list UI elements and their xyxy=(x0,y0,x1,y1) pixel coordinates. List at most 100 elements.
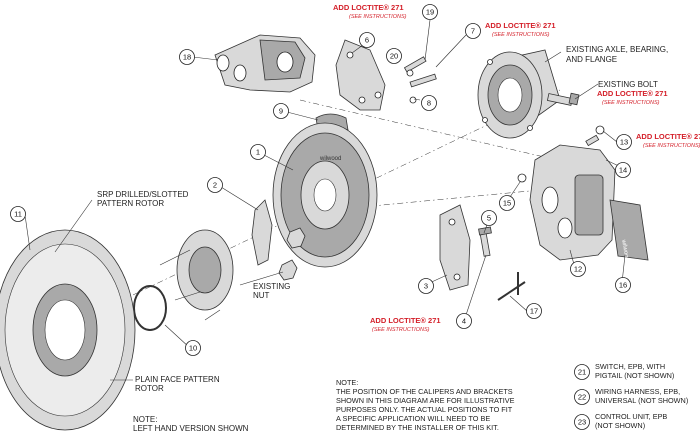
svg-text:20: 20 xyxy=(390,52,398,61)
callout-1: 1 xyxy=(250,144,266,160)
svg-text:(SEE INSTRUCTIONS): (SEE INSTRUCTIONS) xyxy=(643,143,700,149)
cable-17 xyxy=(497,272,526,301)
callout-6: 6 xyxy=(359,32,375,48)
svg-text:NUT: NUT xyxy=(253,291,270,300)
bolt-4 xyxy=(478,226,492,257)
caliper-18 xyxy=(214,34,316,93)
washers-group xyxy=(517,125,605,183)
svg-text:7: 7 xyxy=(471,27,475,36)
callout-9: 9 xyxy=(273,103,289,119)
svg-text:AND FLANGE: AND FLANGE xyxy=(566,55,617,64)
svg-text:10: 10 xyxy=(189,344,197,353)
callout-5: 5 xyxy=(481,210,497,226)
svg-text:17: 17 xyxy=(530,307,538,316)
bolts-group xyxy=(403,56,437,104)
callout-4: 4 xyxy=(456,313,472,329)
leader-lines xyxy=(24,19,626,381)
label-lh-note: NOTE: LEFT HAND VERSION SHOWN xyxy=(133,415,249,433)
svg-text:14: 14 xyxy=(619,166,627,175)
svg-text:ADD LOCTITE® 271: ADD LOCTITE® 271 xyxy=(485,21,556,30)
svg-text:A SPECIFIC APPLICATION WILL NE: A SPECIFIC APPLICATION WILL NEED TO BE xyxy=(336,414,490,423)
label-existing-nut: EXISTING NUT xyxy=(253,282,290,300)
brake-pads-16: wilwood xyxy=(609,199,649,261)
callout-15: 15 xyxy=(499,195,515,211)
rotor-hat-brand: wilwood xyxy=(319,156,341,162)
svg-text:UNIVERSAL (NOT SHOWN): UNIVERSAL (NOT SHOWN) xyxy=(595,396,688,405)
existing-axle xyxy=(477,49,561,139)
callout-7: 7 xyxy=(465,23,481,39)
bracket-2 xyxy=(251,199,273,266)
label-existing-axle: EXISTING AXLE, BEARING, AND FLANGE xyxy=(566,45,668,64)
callout-22: 22 xyxy=(574,389,590,405)
svg-text:ADD LOCTITE® 271: ADD LOCTITE® 271 xyxy=(370,316,441,325)
svg-text:(SEE INSTRUCTIONS): (SEE INSTRUCTIONS) xyxy=(602,100,660,106)
svg-text:(SEE INSTRUCTIONS): (SEE INSTRUCTIONS) xyxy=(492,32,550,38)
svg-text:PLAIN FACE PATTERN: PLAIN FACE PATTERN xyxy=(135,375,220,384)
callout-23: 23 xyxy=(574,414,590,430)
callout-11: 11 xyxy=(10,206,26,222)
svg-text:EXISTING BOLT: EXISTING BOLT xyxy=(598,80,658,89)
svg-text:WIRING HARNESS, EPB,: WIRING HARNESS, EPB, xyxy=(595,387,680,396)
callout-10: 10 xyxy=(185,340,201,356)
svg-text:12: 12 xyxy=(574,265,582,274)
callout-18: 18 xyxy=(179,49,195,65)
svg-text:ADD LOCTITE® 271: ADD LOCTITE® 271 xyxy=(333,3,404,12)
callout-8: 8 xyxy=(421,95,437,111)
svg-text:SWITCH, EPB, WITH: SWITCH, EPB, WITH xyxy=(595,362,665,371)
svg-text:16: 16 xyxy=(619,281,627,290)
callout-16: 16 xyxy=(615,277,631,293)
bracket-6 xyxy=(335,39,386,111)
svg-text:EXISTING: EXISTING xyxy=(253,282,290,291)
callout-20: 20 xyxy=(386,48,402,64)
svg-text:ROTOR: ROTOR xyxy=(135,384,164,393)
loctite-7: ADD LOCTITE® 271 (SEE INSTRUCTIONS) xyxy=(485,21,556,38)
svg-text:22: 22 xyxy=(578,393,586,402)
svg-text:5: 5 xyxy=(487,214,491,223)
svg-text:1: 1 xyxy=(256,148,260,157)
callout-19: 19 xyxy=(422,4,438,20)
callout-3: 3 xyxy=(418,278,434,294)
rotor-hat-1: wilwood xyxy=(272,122,378,268)
svg-text:8: 8 xyxy=(427,99,431,108)
callout-21: 21 xyxy=(574,364,590,380)
svg-text:SRP DRILLED/SLOTTED: SRP DRILLED/SLOTTED xyxy=(97,190,189,199)
svg-text:LEFT HAND VERSION SHOWN: LEFT HAND VERSION SHOWN xyxy=(133,424,249,433)
svg-text:19: 19 xyxy=(426,8,434,17)
svg-text:4: 4 xyxy=(462,317,466,326)
svg-text:(SEE INSTRUCTIONS): (SEE INSTRUCTIONS) xyxy=(349,14,407,20)
loctite-bolt: ADD LOCTITE® 271 (SEE INSTRUCTIONS) xyxy=(597,89,668,106)
hub-adapter xyxy=(159,229,234,321)
callout-17: 17 xyxy=(526,303,542,319)
existing-nut xyxy=(278,227,306,281)
svg-text:PURPOSES ONLY. THE ACTUAL POS: PURPOSES ONLY. THE ACTUAL POSITIONS TO F… xyxy=(336,405,513,414)
loctite-13: ADD LOCTITE® 271 (SEE INSTRUCTIONS) xyxy=(636,132,700,149)
svg-text:ADD LOCTITE® 271: ADD LOCTITE® 271 xyxy=(597,89,668,98)
svg-text:18: 18 xyxy=(183,53,191,62)
svg-text:THE POSITION OF THE CALIPERS A: THE POSITION OF THE CALIPERS AND BRACKET… xyxy=(336,387,513,396)
svg-text:CONTROL UNIT, EPB: CONTROL UNIT, EPB xyxy=(595,412,667,421)
svg-text:13: 13 xyxy=(620,138,628,147)
svg-text:9: 9 xyxy=(279,107,283,116)
callout-12: 12 xyxy=(570,261,586,277)
svg-text:23: 23 xyxy=(578,418,586,427)
svg-text:EXISTING AXLE, BEARING,: EXISTING AXLE, BEARING, xyxy=(566,45,668,54)
callout-14: 14 xyxy=(615,162,631,178)
o-ring-10 xyxy=(133,285,167,331)
svg-text:PATTERN ROTOR: PATTERN ROTOR xyxy=(97,199,164,208)
callouts: 19 20 7 8 6 18 9 1 2 11 10 13 14 15 5 3 … xyxy=(10,4,632,430)
callout-13: 13 xyxy=(616,134,632,150)
label-existing-bolt: EXISTING BOLT xyxy=(598,80,658,89)
svg-text:6: 6 xyxy=(365,36,369,45)
loctite-top: ADD LOCTITE® 271 (SEE INSTRUCTIONS) xyxy=(333,3,407,20)
svg-text:3: 3 xyxy=(424,282,428,291)
existing-bolt xyxy=(546,92,580,106)
svg-text:(NOT SHOWN): (NOT SHOWN) xyxy=(595,421,645,430)
parts-not-shown: SWITCH, EPB, WITH PIGTAIL (NOT SHOWN) WI… xyxy=(595,362,688,430)
pad-brand: wilwood xyxy=(620,238,630,261)
svg-text:PIGTAIL (NOT SHOWN): PIGTAIL (NOT SHOWN) xyxy=(595,371,674,380)
svg-text:NOTE:: NOTE: xyxy=(133,415,157,424)
svg-text:NOTE:: NOTE: xyxy=(336,378,358,387)
svg-text:DETERMINED BY THE INSTALLER OF: DETERMINED BY THE INSTALLER OF THIS KIT. xyxy=(336,423,499,432)
